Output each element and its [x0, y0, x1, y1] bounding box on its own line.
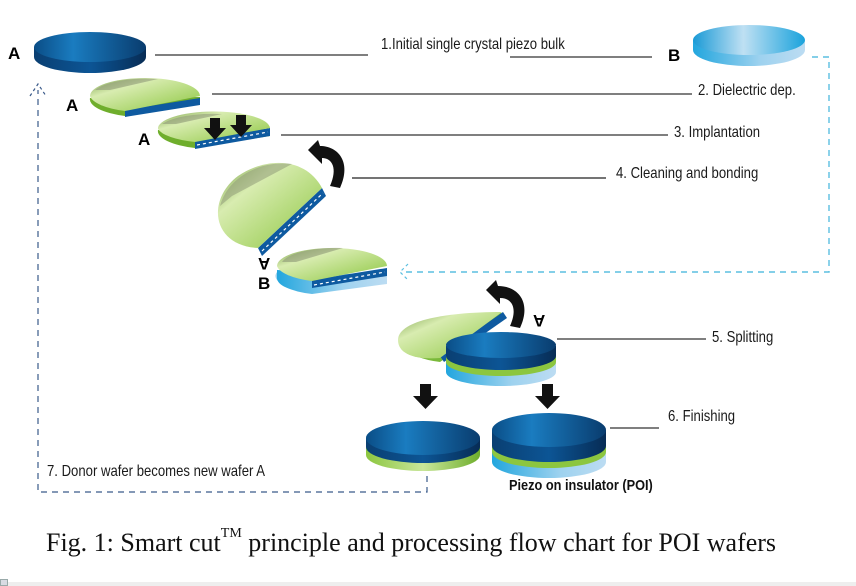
wafer-a-initial [34, 32, 146, 73]
wafer-label-a-step2: A [66, 96, 79, 115]
wafer-split-bottom [446, 332, 556, 386]
wafer-poi [492, 413, 606, 478]
caption-prefix: Fig. 1: Smart cut [46, 528, 221, 557]
implant-arrows [204, 115, 252, 140]
wafer-a-dielectric [89, 78, 200, 117]
product-label-poi: Piezo on insulator (POI) [509, 477, 653, 494]
flip-arrow-icon-2 [486, 280, 525, 328]
dashed-return-line-b [402, 56, 830, 273]
smart-cut-diagram [29, 25, 830, 493]
caption-suffix: principle and processing flow chart for … [241, 528, 777, 557]
down-arrow-icon-left [413, 384, 438, 409]
wafer-label-b-initial: B [668, 46, 681, 65]
step-label-2: 2. Dielectric dep. [698, 82, 796, 99]
step-label-1: 1.Initial single crystal piezo bulk [381, 36, 565, 53]
horizontal-scrollbar[interactable] [0, 582, 856, 586]
down-arrow-icon-right [535, 384, 560, 409]
flip-arrow-icon [308, 140, 345, 188]
diagram-canvas [29, 25, 830, 493]
wafer-label-a-step3: A [138, 130, 151, 149]
wafer-a-tilted [217, 162, 326, 256]
wafer-b-initial [693, 25, 805, 66]
dashed-return-line-a [37, 90, 428, 493]
scrollbar-corner [0, 579, 8, 586]
step-label-3: 3. Implantation [674, 124, 761, 141]
step-label-4: 4. Cleaning and bonding [616, 165, 759, 182]
figure-caption: Fig. 1: Smart cutTM principle and proces… [46, 526, 777, 558]
dashed-arrowhead-a [29, 82, 47, 97]
dashed-arrowhead-b [399, 263, 409, 281]
wafer-label-b-bonded: B [258, 274, 271, 293]
wafer-label-a-split: A [533, 311, 546, 330]
step-label-5: 5. Splitting [712, 329, 774, 346]
wafer-donor-recycled [366, 421, 480, 471]
caption-trademark: TM [220, 526, 242, 541]
step-label-6: 6. Finishing [668, 408, 736, 425]
wafer-label-a-bonded: A [258, 254, 271, 273]
wafer-bonded-stack [275, 247, 387, 294]
wafer-label-a-initial: A [8, 44, 21, 63]
step-label-7: 7. Donor wafer becomes new wafer A [47, 463, 266, 480]
